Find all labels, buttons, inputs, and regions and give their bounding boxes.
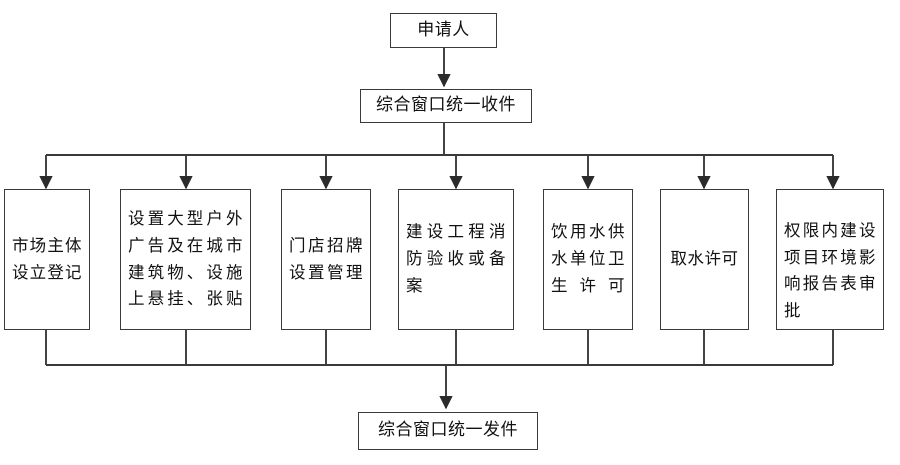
task-box-7[interactable]: 权限内建设项目环境影响报告表审批 — [776, 189, 884, 330]
node-intake-label: 综合窗口统一收件 — [376, 95, 516, 116]
node-dispatch-label: 综合窗口统一发件 — [378, 420, 518, 441]
task-box-4-label: 建设工程消防验收或备案 — [406, 222, 506, 295]
task-box-2[interactable]: 设置大型户外广告及在城市建筑物、设施上悬挂、张贴 — [120, 189, 251, 330]
node-applicant[interactable]: 申请人 — [390, 13, 497, 48]
node-dispatch[interactable]: 综合窗口统一发件 — [358, 412, 538, 450]
task-box-5-label: 饮用水供水单位卫生许可 — [551, 222, 625, 295]
node-applicant-label: 申请人 — [417, 19, 470, 40]
task-box-2-label: 设置大型户外广告及在城市建筑物、设施上悬挂、张贴 — [128, 209, 243, 309]
task-box-1[interactable]: 市场主体设立登记 — [4, 189, 90, 330]
task-box-7-label: 权限内建设项目环境影响报告表审批 — [784, 221, 876, 321]
node-intake[interactable]: 综合窗口统一收件 — [360, 89, 532, 123]
task-box-1-label: 市场主体设立登记 — [12, 235, 82, 282]
task-box-5[interactable]: 饮用水供水单位卫生许可 — [543, 189, 633, 330]
task-box-3[interactable]: 门店招牌设置管理 — [281, 189, 371, 330]
task-box-4[interactable]: 建设工程消防验收或备案 — [398, 189, 514, 330]
task-box-3-label: 门店招牌设置管理 — [289, 235, 363, 282]
task-box-6[interactable]: 取水许可 — [660, 189, 749, 330]
task-box-6-label: 取水许可 — [670, 249, 739, 269]
